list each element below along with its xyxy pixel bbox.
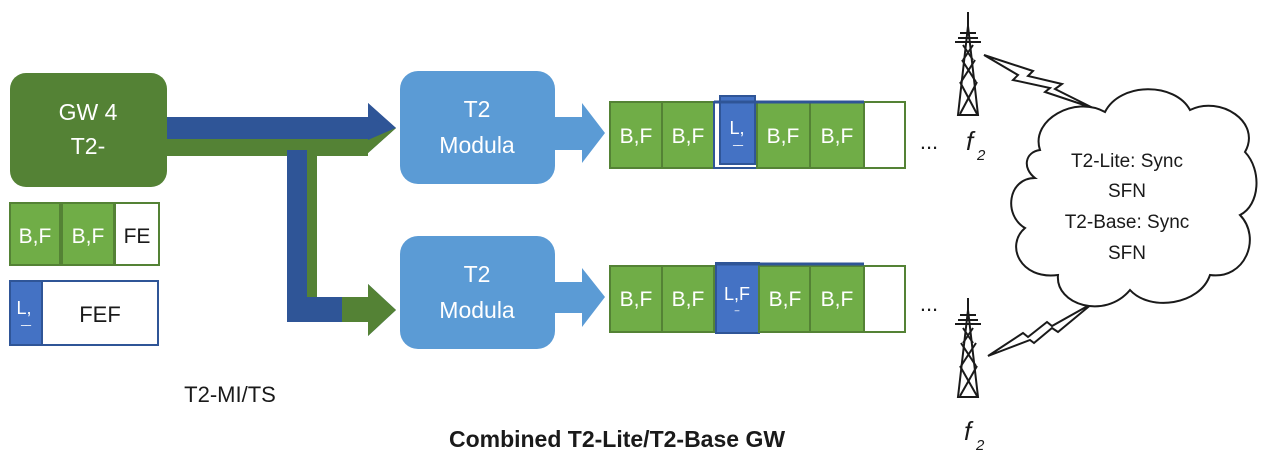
- bottom-freq-sub: 2: [975, 437, 985, 454]
- frame-top-lite-top: L,: [729, 118, 744, 138]
- legend-fef-row: L, ‾‾ FEF: [9, 280, 159, 346]
- modulator-bottom: T2 Modula: [400, 236, 555, 349]
- frame-bottom-cell-3: [758, 265, 811, 333]
- legend-lite-cell: [9, 280, 43, 346]
- lightning-top-icon: [983, 54, 1094, 109]
- frame-top-cell-4: [809, 101, 865, 169]
- cloud-line2: SFN: [1108, 181, 1146, 202]
- green-arrow-bottom: [342, 284, 396, 336]
- frame-bottom-cell-2: [661, 265, 715, 333]
- frame-bottom-cell-1-label: B,F: [620, 288, 653, 311]
- frame-row-bottom: B,F B,F L,F ‾ B,F B,F: [609, 262, 906, 334]
- top-freq-label: f: [966, 126, 976, 156]
- gateway-box: GW 4 T2-: [10, 73, 167, 187]
- modulator-bottom-output-arrow: [555, 268, 605, 327]
- modulator-top: T2 Modula: [400, 71, 555, 184]
- gateway-label-line2: T2-: [71, 133, 106, 159]
- frame-row-top: B,F B,F L, ‾‾ B,F B,F: [609, 95, 906, 169]
- green-branch-vertical: [307, 156, 317, 305]
- lightning-bottom-icon: [987, 302, 1094, 357]
- gateway-label-line1: GW 4: [59, 99, 118, 125]
- modulator-top-line1: T2: [464, 96, 491, 122]
- frame-bottom-ellipsis: ...: [920, 291, 938, 316]
- frame-top-ellipsis: ...: [920, 129, 938, 154]
- cloud-shape: [1010, 88, 1258, 308]
- frame-bottom-cell-2-label: B,F: [672, 288, 705, 311]
- modulator-bottom-line1: T2: [464, 261, 491, 287]
- blue-branch-vertical: [287, 150, 307, 313]
- legend-cell-2-label: B,F: [72, 225, 105, 248]
- frame-top-cell-2: [661, 101, 715, 169]
- diagram-caption: Combined T2-Lite/T2-Base GW: [449, 426, 785, 452]
- cloud-line3: T2-Base: Sync: [1065, 212, 1190, 233]
- tower-top-icon: [955, 12, 981, 116]
- frame-bottom-lite-cell: [715, 262, 760, 334]
- frame-bottom-cell-4: [809, 265, 865, 333]
- legend-fe-label: FE: [124, 225, 151, 248]
- frame-bottom-cell-4-label: B,F: [821, 288, 854, 311]
- modulator-bottom-line2: Modula: [439, 297, 515, 323]
- blue-arrow-top: [167, 103, 396, 153]
- frame-top-cell-1: [609, 101, 663, 169]
- modulator-top-output-arrow: [555, 103, 605, 163]
- legend-lite-bottom: ‾‾: [20, 323, 32, 339]
- frame-bottom-lite-bottom: ‾: [734, 309, 740, 323]
- frame-top-cell-3-label: B,F: [767, 125, 800, 148]
- legend-fef-label: FEF: [79, 302, 121, 327]
- interface-label: T2-MI/TS: [184, 382, 276, 407]
- frame-top-cell-2-label: B,F: [672, 125, 705, 148]
- legend-frame-cell-2: [61, 202, 115, 266]
- legend-cell-1-label: B,F: [19, 225, 52, 248]
- frame-bottom-cell-3-label: B,F: [769, 288, 802, 311]
- cloud-line4: SFN: [1108, 243, 1146, 264]
- frame-top-lite-cell: [719, 95, 756, 165]
- top-freq-sub: 2: [976, 147, 986, 164]
- legend-frame-cell-1: [9, 202, 61, 266]
- legend-frame-row: B,F B,F FE: [9, 202, 160, 266]
- frame-top-cell-1-label: B,F: [620, 125, 653, 148]
- legend-lite-top: L,: [16, 298, 31, 318]
- bottom-freq-label: f: [964, 416, 974, 446]
- gateway-arrows: [167, 103, 396, 336]
- frame-bottom-lite-top: L,F: [724, 284, 750, 304]
- frame-top-cell-4-label: B,F: [821, 125, 854, 148]
- legend-frame-fe: [114, 202, 160, 266]
- frame-top-lite-bottom: ‾‾: [732, 143, 744, 159]
- modulator-top-line2: Modula: [439, 132, 515, 158]
- frame-bottom-cell-1: [609, 265, 663, 333]
- cloud-line1: T2-Lite: Sync: [1071, 151, 1183, 172]
- tower-bottom-icon: [955, 298, 981, 398]
- green-arrow-top-shaft: [167, 139, 368, 156]
